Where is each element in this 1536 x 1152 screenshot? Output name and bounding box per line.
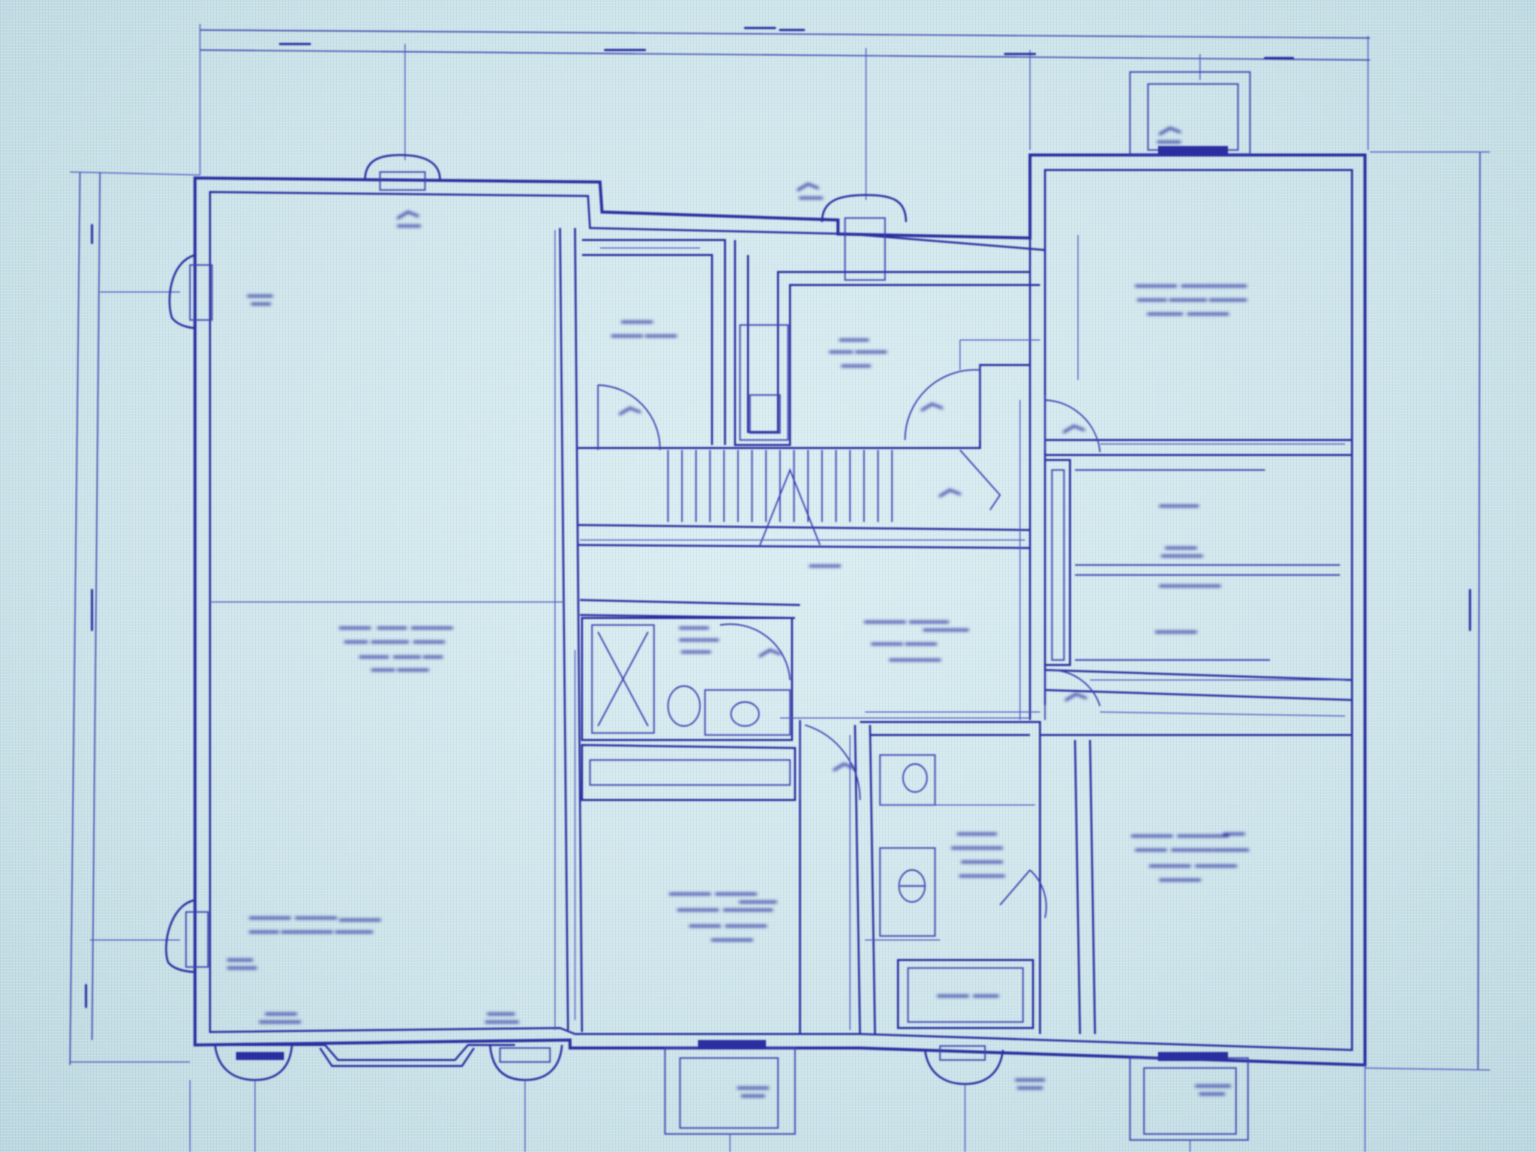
interior-walls [559,227,1353,1035]
door-swings [597,365,1101,919]
stair-treads [667,449,1001,546]
side-dimension-lines [69,151,1491,1071]
top-dimension-lines [199,24,1371,200]
exterior-walls [193,153,1367,1067]
windows [165,71,1251,1141]
interior-dimensions [210,230,1346,1030]
illegible-annotations [226,126,1250,1098]
bottom-dimension-lines [189,1065,1366,1152]
